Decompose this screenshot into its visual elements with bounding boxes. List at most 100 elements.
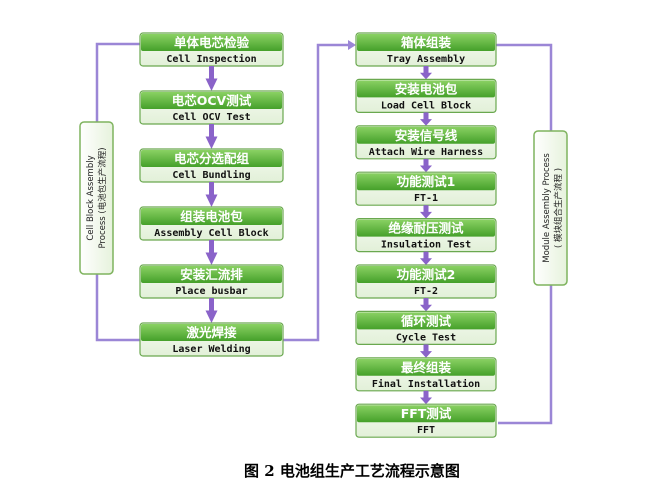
process-step: 单体电芯检验 Cell Inspection (139, 32, 284, 67)
process-step: FFT测试 FFT (355, 403, 497, 438)
step-title-en: Final Installation (372, 378, 480, 390)
arrow-head (420, 351, 432, 358)
arrow-shaft (423, 205, 429, 213)
flow-arrow (420, 251, 432, 265)
right-label-line1: Module Assembly Process (542, 153, 552, 263)
step-title-en: Insulation Test (381, 239, 471, 251)
step-title-cn: 最终组装 (401, 360, 452, 375)
step-title-en: Laser Welding (172, 343, 250, 355)
step-header (141, 266, 282, 283)
step-title-en: Cycle Test (396, 332, 456, 343)
step-title-cn: 功能测试2 (397, 267, 456, 282)
step-header (357, 312, 495, 330)
step-title-cn: 组装电池包 (180, 209, 243, 224)
flow-arrow (205, 124, 218, 149)
process-step: 最终组装 Final Installation (355, 357, 497, 392)
step-header (141, 324, 282, 341)
process-step: 绝缘耐压测试 Insulation Test (355, 218, 497, 253)
flow-arrow (420, 390, 432, 405)
arrow-shaft (423, 66, 429, 74)
right-connector-top (496, 43, 553, 131)
arrow-shaft (423, 390, 429, 399)
left-label-line1: Cell Block Assembly (86, 155, 96, 240)
left-connector (95, 42, 140, 122)
process-step: 安装信号线 Attach Wire Harness (355, 125, 497, 160)
step-header (357, 34, 495, 51)
step-header (357, 219, 495, 237)
arrow-head (420, 211, 432, 219)
flow-arrow (205, 66, 218, 91)
arrow-head (420, 119, 432, 126)
step-title-en: FT-1 (414, 193, 438, 204)
step-header (141, 34, 282, 51)
step-title-cn: 激光焊接 (186, 325, 237, 340)
step-title-en: Tray Assembly (387, 54, 465, 65)
step-header (141, 92, 282, 109)
step-title-cn: FFT测试 (401, 406, 452, 421)
step-header (141, 150, 282, 167)
arrow-head (420, 397, 432, 405)
step-title-cn: 电芯OCV测试 (172, 93, 252, 108)
right-process-label: Module Assembly Process ( 模块组合生产流程 ) (533, 130, 568, 286)
step-title-cn: 箱体组装 (401, 35, 452, 50)
step-title-cn: 单体电芯检验 (174, 35, 250, 50)
arrow-head (420, 72, 432, 80)
arrow-head (420, 304, 432, 312)
arrow-head (420, 258, 432, 265)
arrow-head (205, 194, 218, 207)
left-connector-bottom (95, 274, 140, 342)
arrow-shaft (209, 66, 214, 80)
step-title-cn: 安装汇流排 (180, 267, 243, 282)
arrow-head (205, 252, 218, 265)
flow-arrow (205, 298, 218, 323)
arrow-shaft (209, 298, 214, 312)
flow-arrow (420, 298, 432, 312)
arrow-head (205, 310, 218, 323)
arrow-head (205, 136, 218, 149)
step-title-en: Assembly Cell Block (154, 228, 268, 239)
flow-arrow (420, 158, 432, 173)
step-header (357, 126, 495, 144)
flow-arrow (205, 182, 218, 207)
step-header (141, 208, 282, 225)
step-title-en: FT-2 (414, 286, 438, 297)
step-header (357, 405, 495, 423)
step-title-en: Cell Bundling (172, 169, 250, 181)
arrow-shaft (423, 251, 429, 260)
step-header (357, 173, 495, 191)
arrow-head (420, 165, 432, 173)
flow-arrow (420, 205, 432, 219)
arrowhead-right (348, 40, 356, 50)
middle-connector (283, 43, 350, 342)
arrow-shaft (423, 112, 429, 121)
arrow-shaft (423, 298, 429, 306)
step-title-en: Cell Inspection (166, 53, 256, 65)
right-label-line2: ( 模块组合生产流程 ) (553, 168, 564, 248)
step-title-en: FFT (417, 425, 435, 436)
connector-lines (95, 42, 553, 425)
left-label-box (79, 121, 114, 275)
flow-arrow (420, 66, 432, 80)
right-label-box (533, 130, 568, 286)
step-title-en: Attach Wire Harness (369, 146, 483, 158)
step-header (357, 80, 495, 98)
step-title-cn: 功能测试1 (397, 174, 456, 189)
step-title-cn: 安装信号线 (395, 128, 458, 143)
arrow-shaft (209, 182, 214, 196)
arrow-shaft (423, 344, 429, 353)
process-step: 激光焊接 Laser Welding (139, 322, 284, 357)
step-title-cn: 绝缘耐压测试 (388, 221, 464, 236)
left-process-label: Cell Block Assembly Process (电池包生产流程) (79, 121, 114, 275)
process-step: 箱体组装 Tray Assembly (355, 32, 497, 67)
step-header (357, 358, 495, 376)
right-connector-bottom (498, 285, 553, 425)
